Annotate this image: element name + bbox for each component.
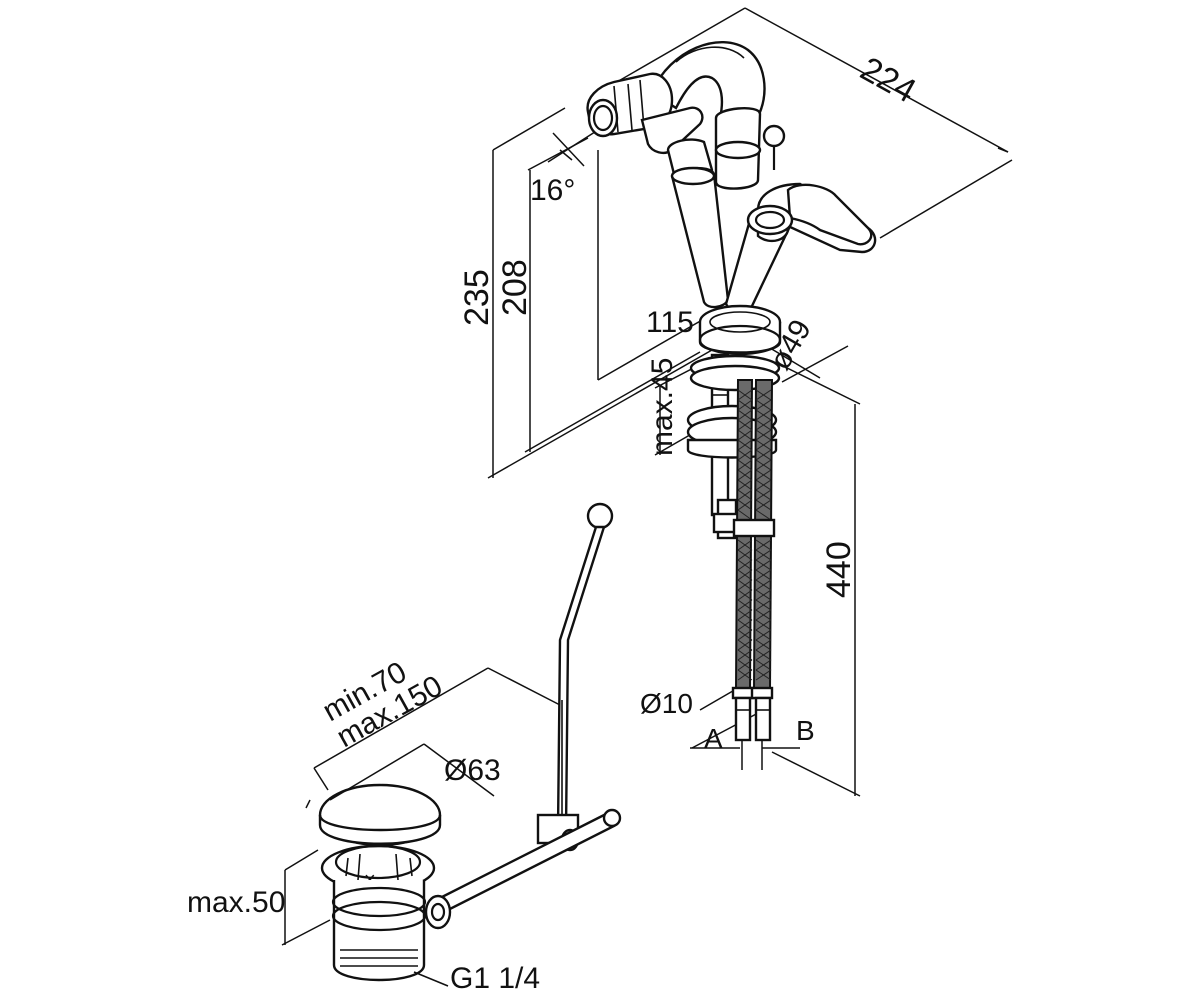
dimension-lines-faucet [487, 7, 1013, 797]
dim-115: 115 [646, 306, 694, 339]
thread-size-label: G1 1/4 [450, 962, 540, 995]
connection-label-b: B [796, 715, 815, 746]
dim-224: 224 [854, 50, 922, 111]
dim-440: 440 [820, 541, 858, 598]
dim-diameter-63: Ø63 [444, 754, 501, 787]
popup-waste-drain: × [318, 783, 452, 982]
dim-max45: max.45 [646, 358, 679, 456]
faucet-body [586, 41, 877, 356]
popup-lift-rod [434, 502, 622, 916]
dim-16-deg: 16° [530, 174, 575, 207]
connection-label-a: A [704, 723, 723, 754]
mounting-kit [686, 353, 781, 742]
hose-braid-pattern [737, 389, 772, 681]
dim-208: 208 [496, 259, 534, 316]
dim-235: 235 [458, 269, 496, 326]
dim-diameter-10: Ø10 [640, 688, 693, 719]
dim-max50: max.50 [187, 886, 285, 919]
dimension-lines-drain [281, 667, 561, 987]
